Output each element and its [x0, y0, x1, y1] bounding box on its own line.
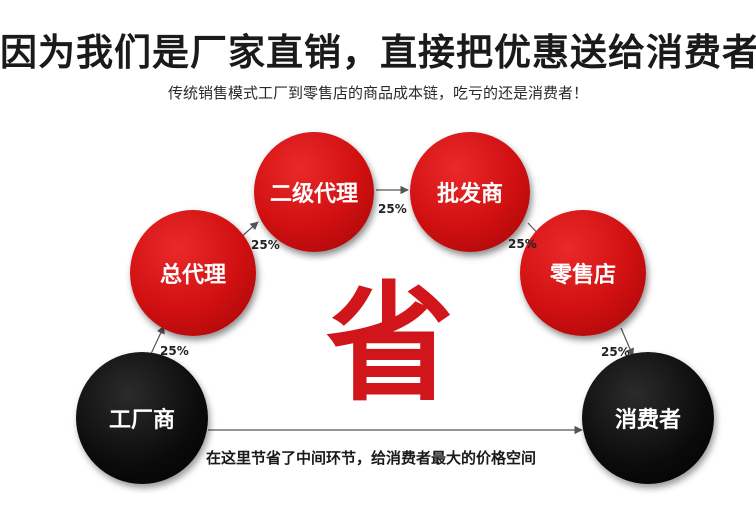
arrow-factory-to-general	[149, 325, 165, 357]
node-consumer: 消费者	[582, 352, 714, 484]
node-second-agent: 二级代理	[254, 132, 374, 252]
node-wholesaler: 批发商	[410, 132, 530, 252]
node-factory: 工厂商	[76, 352, 208, 484]
markup-retailer-to-consumer: 25%	[601, 345, 630, 359]
markup-factory-to-general: 25%	[160, 344, 189, 358]
node-retailer: 零售店	[520, 210, 646, 336]
arrow-retailer-to-consumer	[620, 327, 634, 357]
markup-wholesaler-to-retailer: 25%	[508, 237, 537, 251]
bottom-note: 在这里节省了中间环节，给消费者最大的价格空间	[206, 449, 537, 467]
page-subtitle: 传统销售模式工厂到零售店的商品成本链，吃亏的还是消费者！	[167, 84, 588, 102]
page-title: 因为我们是厂家直销，直接把优惠送给消费者	[0, 31, 756, 74]
markup-second-to-wholesaler: 25%	[378, 202, 407, 216]
markup-general-to-second: 25%	[251, 238, 280, 252]
node-general-agent: 总代理	[130, 210, 256, 336]
save-character: 省	[325, 269, 454, 419]
